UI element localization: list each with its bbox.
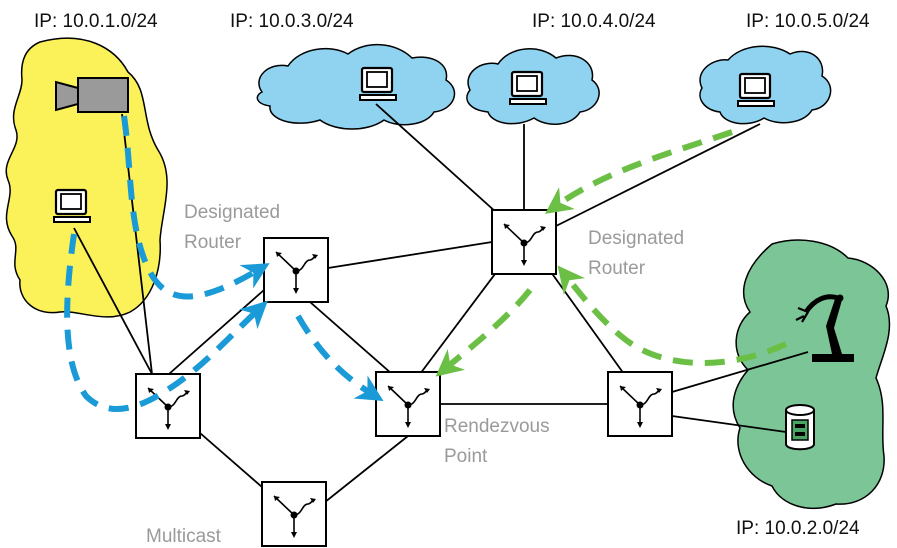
robot-arm-icon[interactable] — [795, 294, 854, 363]
rendezvous-point-label: Rendezvous — [444, 416, 550, 437]
computer-icon[interactable] — [52, 188, 92, 224]
subnet-label: IP: 10.0.3.0/24 — [230, 11, 354, 32]
subnet-label: IP: 10.0.4.0/24 — [532, 11, 656, 32]
computer-icon[interactable] — [736, 72, 776, 108]
camera-icon[interactable] — [55, 77, 129, 113]
router-icon[interactable] — [375, 371, 441, 437]
computer-icon[interactable] — [508, 70, 548, 106]
router-icon[interactable] — [261, 481, 327, 547]
network-links — [73, 103, 809, 515]
subnet-10-0-3-cloud — [256, 43, 456, 130]
multicast-flow-blue — [64, 115, 384, 412]
router-icon[interactable] — [491, 209, 557, 275]
router-icon[interactable] — [607, 371, 673, 437]
subnet-label: IP: 10.0.2.0/24 — [736, 518, 860, 539]
designated-router-label: Designated — [184, 202, 280, 223]
designated-router-label: Router — [184, 232, 242, 253]
multicast-flow-green — [435, 129, 788, 377]
rendezvous-point-label: Point — [444, 446, 488, 467]
designated-router-label: Router — [588, 258, 646, 279]
subnet-label: IP: 10.0.1.0/24 — [34, 11, 158, 32]
designated-router-label: Designated — [588, 228, 684, 249]
computer-icon[interactable] — [358, 66, 398, 102]
subnet-10-0-2-cloud — [732, 239, 891, 509]
router-icon[interactable] — [263, 237, 329, 303]
multicast-label: Multicast — [146, 526, 222, 547]
subnet-label: IP: 10.0.5.0/24 — [746, 11, 870, 32]
database-icon[interactable] — [785, 404, 815, 451]
router-icon[interactable] — [135, 373, 201, 439]
